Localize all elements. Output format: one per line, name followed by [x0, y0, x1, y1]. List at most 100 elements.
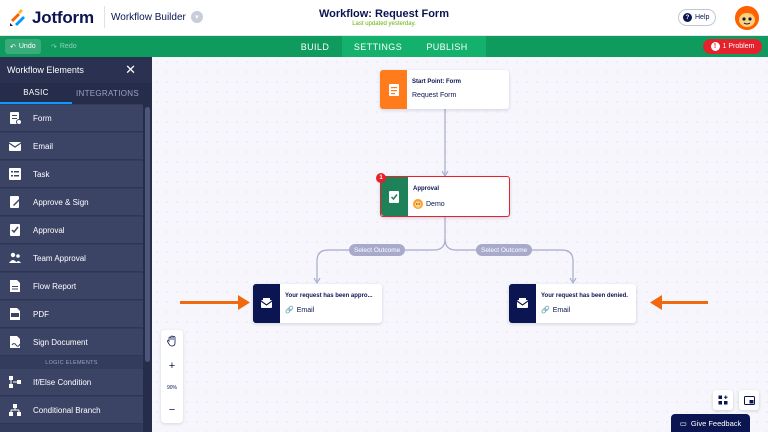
link-icon: 🔗 — [541, 307, 550, 314]
node-title: Start Point: Form — [412, 79, 461, 85]
node-subtitle: Request Form — [412, 92, 457, 99]
element-label: Approval — [33, 225, 65, 235]
start-point-node[interactable]: Start Point: Form Request Form — [380, 70, 509, 109]
redo-label: Redo — [59, 43, 77, 50]
problem-badge-button[interactable]: ! 1 Problem — [703, 39, 762, 54]
approval-icon — [389, 190, 399, 203]
element-label: If/Else Condition — [33, 377, 92, 387]
element-email[interactable]: Email — [0, 133, 143, 160]
element-label: PDF — [33, 309, 49, 319]
problem-label: 1 Problem — [722, 43, 755, 50]
top-header: Jotform Workflow Builder ▾ Workflow: Req… — [0, 0, 768, 36]
select-outcome-left[interactable]: Select Outcome — [349, 244, 406, 256]
element-label: Email — [33, 141, 54, 151]
assignee-name: Demo — [426, 200, 445, 208]
last-updated-text: Last updated yesterday. — [352, 21, 416, 27]
undo-button[interactable]: ↶ Undo — [5, 39, 41, 54]
give-feedback-button[interactable]: ▭ Give Feedback — [671, 414, 750, 432]
element-conditional-branch[interactable]: Conditional Branch — [0, 397, 143, 424]
approval-node-strip — [381, 177, 408, 216]
minimap-icon — [743, 395, 755, 405]
start-node-strip — [380, 70, 407, 109]
builder-toolbar: ↶ Undo ↷ Redo BUILD SETTINGS PUBLISH ! 1… — [0, 36, 768, 57]
element-team-approval[interactable]: Team Approval — [0, 245, 143, 272]
sign-document-icon — [10, 336, 21, 348]
help-button[interactable]: ? Help — [678, 9, 717, 26]
tab-publish[interactable]: PUBLISH — [426, 41, 468, 52]
minimap-toggle-button[interactable] — [739, 390, 759, 410]
workflow-elements-panel: Workflow Elements ✕ BASIC INTEGRATIONS F… — [0, 57, 152, 432]
tab-basic[interactable]: BASIC — [0, 83, 72, 104]
redo-button[interactable]: ↷ Redo — [46, 39, 82, 54]
annotation-arrow-right — [650, 295, 708, 310]
tab-settings[interactable]: SETTINGS — [353, 41, 403, 52]
email-approved-node[interactable]: Your request has been appro... 🔗 Email — [253, 284, 382, 323]
jotform-logo[interactable]: Jotform — [8, 8, 94, 28]
element-approve-sign[interactable]: Approve & Sign — [0, 189, 143, 216]
redo-icon: ↷ — [51, 43, 57, 51]
flow-report-icon — [10, 280, 20, 292]
zoom-out-button[interactable]: − — [168, 404, 176, 416]
undo-icon: ↶ — [10, 43, 16, 51]
element-flow-report[interactable]: Flow Report — [0, 273, 143, 300]
form-icon — [10, 112, 22, 125]
grid-add-icon — [718, 395, 728, 405]
close-icon[interactable]: ✕ — [125, 62, 136, 77]
link-icon: 🔗 — [285, 307, 294, 314]
user-avatar-icon — [413, 199, 423, 209]
node-title: Your request has been appro... — [285, 293, 373, 299]
node-subtitle: Email — [552, 306, 571, 314]
avatar-face-icon — [735, 6, 759, 30]
undo-label: Undo — [18, 43, 36, 50]
pan-hand-icon[interactable] — [166, 335, 178, 347]
email-icon — [8, 142, 22, 151]
node-type: 🔗 Email — [541, 306, 571, 315]
node-title: Approval — [413, 186, 440, 192]
help-label: Help — [695, 14, 710, 21]
element-sign-document[interactable]: Sign Document — [0, 329, 143, 356]
connector-lines — [180, 109, 708, 310]
element-label: Conditional Branch — [33, 405, 101, 415]
workflow-canvas[interactable]: Start Point: Form Request Form Approval … — [152, 57, 768, 432]
add-element-button[interactable] — [713, 390, 733, 410]
element-if-else-condition[interactable]: If/Else Condition — [0, 369, 143, 396]
email-denied-node[interactable]: Your request has been denied. 🔗 Email — [509, 284, 636, 323]
feedback-icon: ▭ — [679, 418, 687, 428]
if-else-icon — [9, 376, 21, 388]
team-approval-icon — [9, 252, 21, 263]
tab-integrations[interactable]: INTEGRATIONS — [75, 89, 139, 98]
element-approval[interactable]: Approval — [0, 217, 143, 244]
zoom-in-button[interactable]: + — [168, 360, 176, 372]
approval-icon — [10, 224, 20, 236]
app-switcher[interactable]: Workflow Builder ▾ — [104, 6, 209, 28]
chevron-down-icon: ▾ — [190, 11, 203, 23]
feedback-label: Give Feedback — [690, 418, 742, 428]
element-label: Flow Report — [33, 281, 77, 291]
zoom-controls: + 90% − — [161, 330, 183, 423]
panel-header: Workflow Elements ✕ — [0, 57, 152, 83]
node-type: 🔗 Email — [285, 306, 314, 315]
warning-icon: ! — [710, 42, 720, 51]
task-icon — [9, 168, 21, 180]
element-label: Task — [33, 169, 50, 179]
logic-elements-heading: LOGIC ELEMENTS — [45, 360, 98, 366]
email-icon — [260, 298, 273, 308]
approve-sign-icon — [10, 196, 21, 208]
email-icon — [516, 298, 529, 308]
element-form[interactable]: Form — [0, 105, 143, 132]
avatar[interactable] — [735, 6, 759, 30]
tab-build[interactable]: BUILD — [288, 36, 342, 57]
approval-node[interactable]: Approval Demo — [380, 176, 510, 217]
panel-title: Workflow Elements — [7, 65, 84, 75]
select-outcome-right[interactable]: Select Outcome — [476, 244, 533, 256]
email-node-strip — [509, 284, 536, 323]
annotation-arrow-left — [180, 295, 250, 310]
element-task[interactable]: Task — [0, 161, 143, 188]
brand-name: Jotform — [32, 8, 94, 27]
zoom-level: 90% — [166, 385, 177, 391]
element-pdf[interactable]: PDF — [0, 301, 143, 328]
page-title: Workflow: Request Form — [319, 8, 449, 20]
help-icon: ? — [683, 13, 692, 22]
form-icon — [388, 83, 399, 96]
panel-scrollbar-thumb[interactable] — [145, 107, 150, 362]
